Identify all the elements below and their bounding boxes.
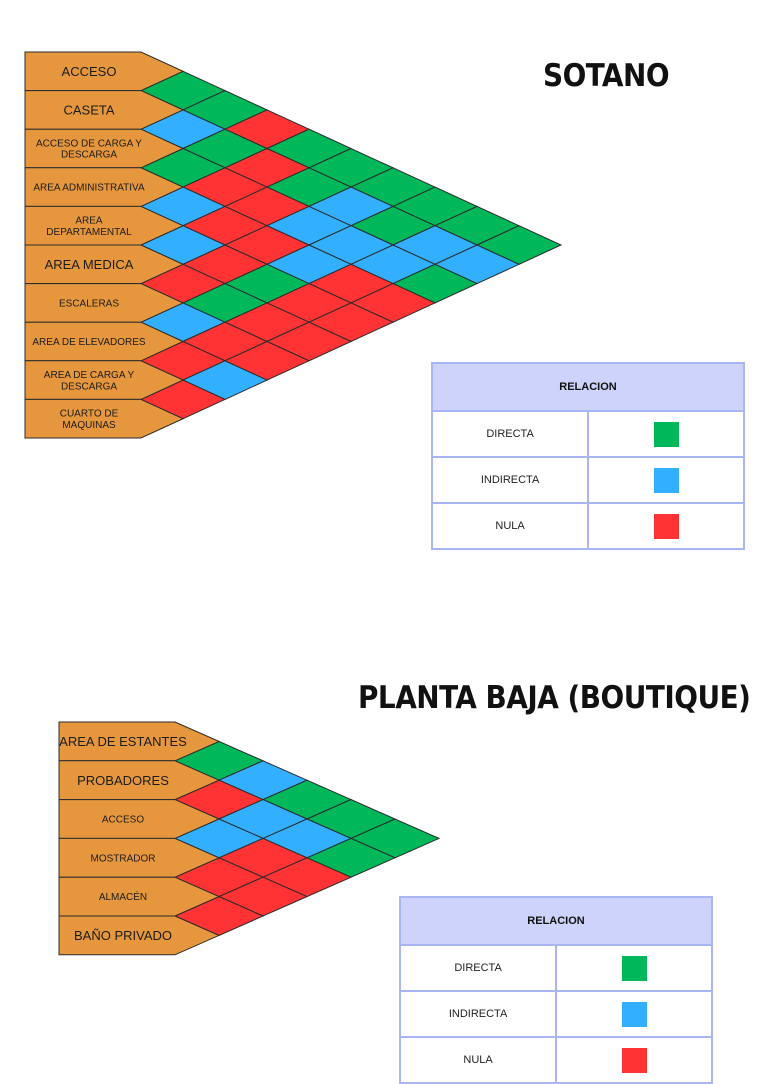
row-label-caseta: CASETA <box>24 90 185 130</box>
row-label-text: ALMACÉN <box>99 890 147 903</box>
legend-swatch-indirecta <box>653 467 679 493</box>
legend-row-directa: DIRECTA <box>398 944 713 992</box>
row-label-box <box>24 283 185 323</box>
row-label-area-medica: AREA MEDICA <box>24 244 185 285</box>
row-label-bano-privado: BAÑO PRIVADO <box>58 915 221 956</box>
row-label-text: ACCESO <box>62 64 117 79</box>
row-label-box <box>58 799 221 839</box>
planta-baja-title: PLANTA BAJA (BOUTIQUE) <box>358 680 751 716</box>
relation-cells <box>173 740 441 936</box>
legend-label-indirecta: INDIRECTA <box>398 990 558 1038</box>
row-label-text: BAÑO PRIVADO <box>74 928 172 943</box>
row-label-area-de-elevadores: AREA DE ELEVADORES <box>24 321 185 362</box>
row-label-text: ESCALERAS <box>59 299 119 310</box>
row-label-box <box>24 128 185 169</box>
legend-row-nula: NULA <box>398 1036 713 1084</box>
row-label-mostrador: MOSTRADOR <box>58 837 221 878</box>
row-label-box <box>24 167 185 207</box>
row-label-escaleras: ESCALERAS <box>24 283 185 323</box>
row-label-text: AREA DE ESTANTES <box>59 734 187 749</box>
row-label-box <box>58 721 221 762</box>
legend-row-indirecta: INDIRECTA <box>430 456 745 504</box>
planta-baja-relation-matrix: AREA DE ESTANTES PROBADORES ACCESO MOSTRADO… <box>58 721 441 956</box>
legend-row-nula: NULA <box>430 502 745 550</box>
legend-swatch-indirecta <box>621 1001 647 1027</box>
row-label-acceso: ACCESO <box>24 51 185 92</box>
legend-swatch-directa <box>653 421 679 447</box>
row-label-box <box>58 915 221 956</box>
legend-swatch-nula <box>653 513 679 539</box>
row-label-text: PROBADORES <box>77 773 169 788</box>
row-label-box <box>24 205 185 246</box>
legend-header-row: RELACION <box>431 362 745 412</box>
legend-label-indirecta: INDIRECTA <box>430 456 590 504</box>
legend-row-indirecta: INDIRECTA <box>398 990 713 1038</box>
legend-label-directa: DIRECTA <box>398 944 558 992</box>
row-label-acceso: ACCESO <box>58 799 221 839</box>
row-label-box <box>24 244 185 285</box>
sotano-legend-table: RELACION DIRECTA INDIRECTA NULA <box>430 362 745 550</box>
row-label-area-administrativa: AREA ADMINISTRATIVA <box>24 167 185 207</box>
row-label-probadores: PROBADORES <box>58 760 221 801</box>
legend-row-directa: DIRECTA <box>430 410 745 458</box>
sotano-title: SOTANO <box>543 58 670 94</box>
legend-header-row: RELACION <box>399 896 713 946</box>
row-label-text: AREA MEDICA <box>45 257 134 272</box>
row-label-text: CASETA <box>63 103 114 118</box>
legend-label-nula: NULA <box>430 502 590 550</box>
row-label-text: AREA DE ELEVADORES <box>32 337 146 348</box>
row-label-almacen: ALMACÉN <box>58 876 221 917</box>
row-label-text: AREA ADMINISTRATIVA <box>33 183 145 194</box>
legend-label-directa: DIRECTA <box>430 410 590 458</box>
row-label-box <box>24 90 185 130</box>
planta-baja-legend-table: RELACION DIRECTA INDIRECTA NULA <box>398 896 713 1084</box>
row-label-box <box>58 760 221 801</box>
row-label-box <box>24 360 185 400</box>
row-label-box <box>24 321 185 362</box>
row-label-text: ACCESO <box>102 815 144 826</box>
legend-swatch-directa <box>621 955 647 981</box>
row-label-area-de-estantes: AREA DE ESTANTES <box>58 721 221 762</box>
legend-swatch-nula <box>621 1047 647 1073</box>
row-label-text: MOSTRADOR <box>91 853 156 864</box>
row-label-box <box>24 51 185 92</box>
legend-header: RELACION <box>431 362 745 412</box>
legend-label-nula: NULA <box>398 1036 558 1084</box>
row-label-box <box>58 837 221 878</box>
legend-header: RELACION <box>399 896 713 946</box>
row-label-box <box>58 876 221 917</box>
row-label-box <box>24 398 185 439</box>
